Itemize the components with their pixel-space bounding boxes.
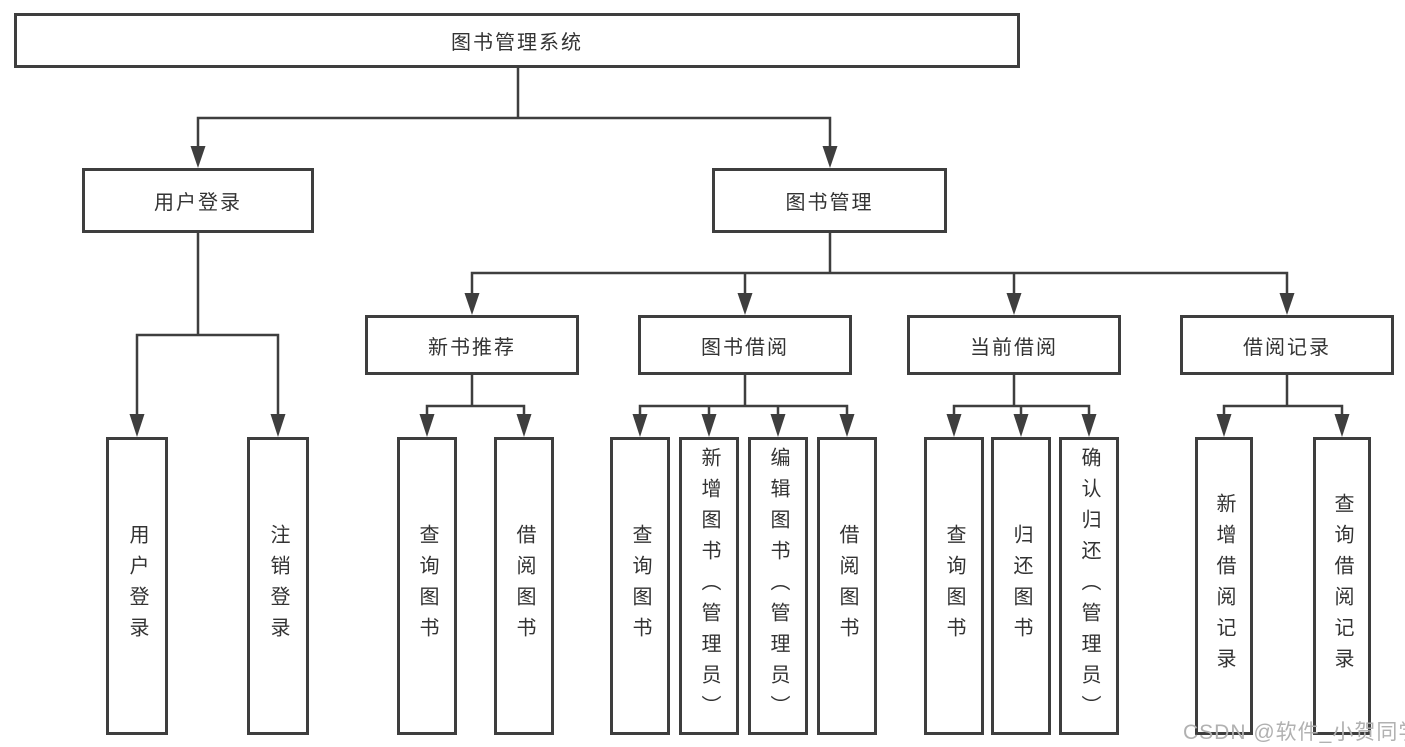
leaf-borrow-books-recommend-label: 借阅图书 <box>513 524 535 648</box>
leaf-query-books-current: 查询图书 <box>924 437 984 735</box>
leaf-user-login: 用户登录 <box>106 437 168 735</box>
connector-userlogin-children <box>135 233 280 414</box>
leaf-edit-book-admin-label: 编辑图书（管理员） <box>767 446 789 726</box>
leaf-query-books-recommend-label: 查询图书 <box>416 524 438 648</box>
node-root-label: 图书管理系统 <box>451 32 583 54</box>
leaf-query-borrow-record-label: 查询借阅记录 <box>1331 493 1353 679</box>
node-borrow-records-label: 借阅记录 <box>1243 336 1331 359</box>
leaf-query-books-borrow-label: 查询图书 <box>629 524 651 648</box>
connector-records-children <box>1222 375 1344 414</box>
arrowheads <box>129 146 1350 437</box>
leaf-logout: 注销登录 <box>247 437 309 735</box>
node-new-book-recommend-label: 新书推荐 <box>428 336 516 359</box>
node-borrow-records: 借阅记录 <box>1180 315 1394 375</box>
leaf-confirm-return-admin: 确认归还（管理员） <box>1059 437 1119 735</box>
leaf-return-books-label: 归还图书 <box>1010 524 1032 648</box>
node-user-login: 用户登录 <box>82 168 314 233</box>
node-new-book-recommend: 新书推荐 <box>365 315 579 375</box>
connector-root-to-level2 <box>196 68 832 146</box>
node-book-borrow: 图书借阅 <box>638 315 852 375</box>
leaf-logout-label: 注销登录 <box>267 524 289 648</box>
node-user-login-label: 用户登录 <box>154 192 242 214</box>
leaf-add-borrow-record: 新增借阅记录 <box>1195 437 1253 735</box>
connector-newbook-children <box>425 375 526 414</box>
leaf-add-book-admin: 新增图书（管理员） <box>679 437 739 735</box>
leaf-user-login-label: 用户登录 <box>126 524 148 648</box>
node-book-management: 图书管理 <box>712 168 947 233</box>
leaf-add-borrow-record-label: 新增借阅记录 <box>1213 493 1235 679</box>
leaf-confirm-return-admin-label: 确认归还（管理员） <box>1078 446 1100 726</box>
watermark-text: CSDN @软件_小贺同学 <box>1183 721 1405 744</box>
leaf-query-books-current-label: 查询图书 <box>943 524 965 648</box>
leaf-query-borrow-record: 查询借阅记录 <box>1313 437 1371 735</box>
node-current-borrow: 当前借阅 <box>907 315 1121 375</box>
node-current-borrow-label: 当前借阅 <box>970 336 1058 359</box>
node-book-borrow-label: 图书借阅 <box>701 336 789 359</box>
leaf-edit-book-admin: 编辑图书（管理员） <box>748 437 808 735</box>
leaf-return-books: 归还图书 <box>991 437 1051 735</box>
leaf-borrow-books-recommend: 借阅图书 <box>494 437 554 735</box>
leaf-borrow-books-label: 借阅图书 <box>836 524 858 648</box>
leaf-query-books-borrow: 查询图书 <box>610 437 670 735</box>
connector-borrow-children <box>638 375 849 414</box>
node-book-management-label: 图书管理 <box>785 192 874 214</box>
leaf-add-book-admin-label: 新增图书（管理员） <box>698 446 720 726</box>
connector-bookmgmt-level3 <box>470 233 1289 293</box>
leaf-borrow-books: 借阅图书 <box>817 437 877 735</box>
connector-current-children <box>952 375 1091 414</box>
node-root: 图书管理系统 <box>14 13 1020 68</box>
leaf-query-books-recommend: 查询图书 <box>397 437 457 735</box>
